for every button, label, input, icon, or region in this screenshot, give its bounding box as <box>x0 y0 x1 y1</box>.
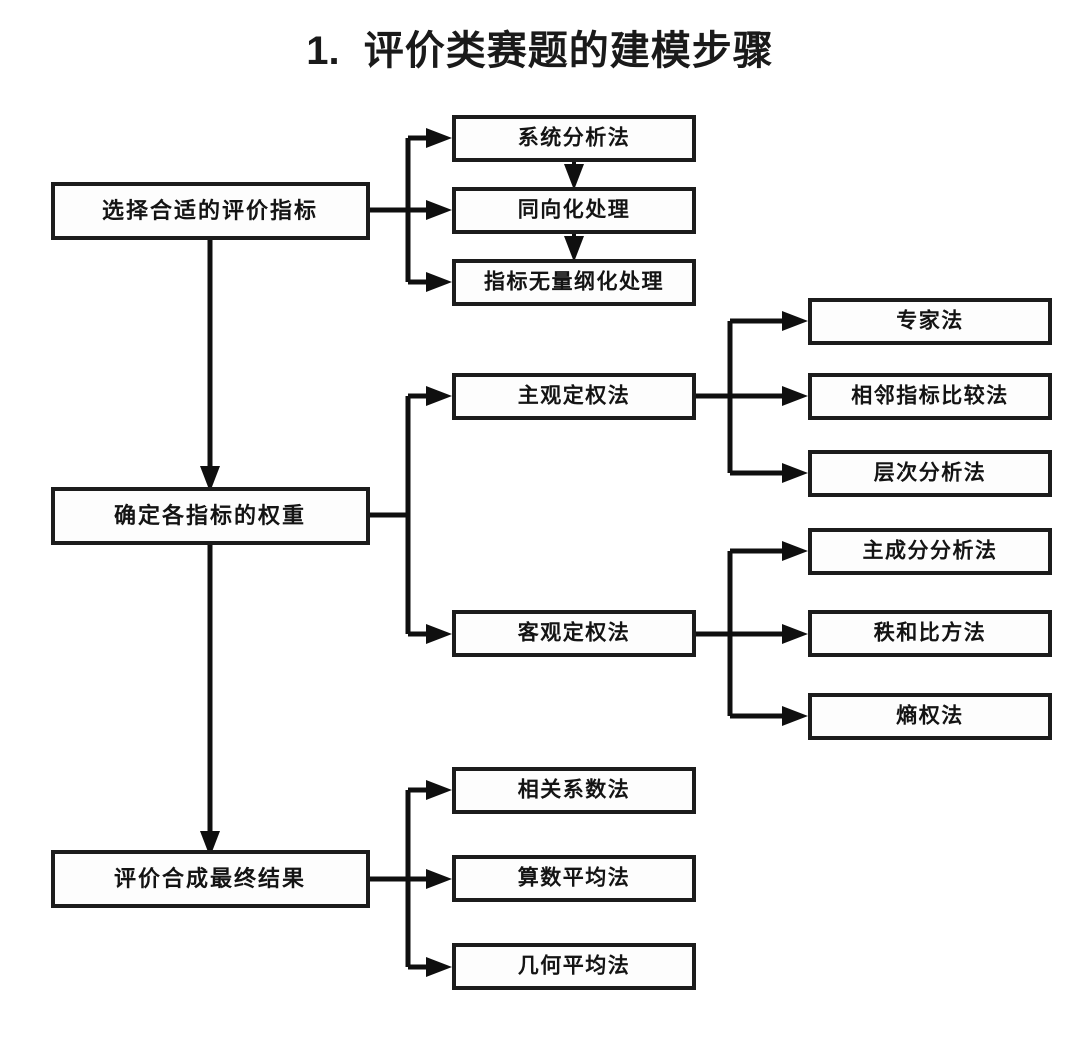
edge-n1b-to-n1c <box>564 232 584 262</box>
node-dimensionless-processing[interactable]: 指标无量纲化处理 <box>452 259 696 306</box>
node-label: 主观定权法 <box>518 384 631 408</box>
node-arithmetic-mean[interactable]: 算数平均法 <box>452 855 696 902</box>
node-same-direction-processing[interactable]: 同向化处理 <box>452 187 696 234</box>
node-label: 确定各指标的权重 <box>114 503 306 528</box>
node-label: 主成分分析法 <box>863 539 998 563</box>
node-label: 熵权法 <box>895 704 964 728</box>
title-number: 1. <box>306 29 340 73</box>
node-label: 客观定权法 <box>518 621 631 645</box>
node-determine-weights[interactable]: 确定各指标的权重 <box>51 487 370 545</box>
node-label: 几何平均法 <box>518 954 631 978</box>
edge-n2-to-n3 <box>200 543 220 857</box>
title-text: 评价类赛题的建模步骤 <box>363 29 774 73</box>
node-label: 同向化处理 <box>518 198 631 222</box>
edge-n3-branches <box>368 780 452 977</box>
node-final-result[interactable]: 评价合成最终结果 <box>51 850 370 908</box>
node-system-analysis[interactable]: 系统分析法 <box>452 115 696 162</box>
node-objective-weighting[interactable]: 客观定权法 <box>452 610 696 657</box>
node-expert-method[interactable]: 专家法 <box>808 298 1052 345</box>
edge-n2-branches <box>368 386 452 644</box>
node-label: 评价合成最终结果 <box>114 866 306 891</box>
node-label: 专家法 <box>896 309 964 333</box>
node-adjacent-indicator-comparison[interactable]: 相邻指标比较法 <box>808 373 1052 420</box>
node-analytic-hierarchy-process[interactable]: 层次分析法 <box>808 450 1052 497</box>
node-label: 选择合适的评价指标 <box>102 198 318 223</box>
node-label: 系统分析法 <box>518 126 631 150</box>
node-label: 层次分析法 <box>874 461 987 485</box>
node-correlation-coefficient[interactable]: 相关系数法 <box>452 767 696 814</box>
page-title: 1. 评价类赛题的建模步骤 <box>0 18 1080 76</box>
edge-n1a-to-n1b <box>564 160 584 190</box>
node-principal-component-analysis[interactable]: 主成分分析法 <box>808 528 1052 575</box>
node-subjective-weighting[interactable]: 主观定权法 <box>452 373 696 420</box>
node-rank-sum-ratio[interactable]: 秩和比方法 <box>808 610 1052 657</box>
node-label: 相邻指标比较法 <box>851 384 1009 408</box>
node-label: 指标无量纲化处理 <box>484 270 664 294</box>
edge-n2a-branches <box>696 311 808 483</box>
node-entropy-weight[interactable]: 熵权法 <box>808 693 1052 740</box>
node-label: 相关系数法 <box>518 778 631 802</box>
edge-n1-branches <box>368 128 452 292</box>
edge-n2b-branches <box>696 541 808 726</box>
edge-n1-to-n2 <box>200 238 220 492</box>
connectors-group <box>200 128 808 977</box>
node-label: 算数平均法 <box>518 866 631 890</box>
node-select-indicators[interactable]: 选择合适的评价指标 <box>51 182 370 240</box>
node-geometric-mean[interactable]: 几何平均法 <box>452 943 696 990</box>
node-label: 秩和比方法 <box>874 621 987 645</box>
